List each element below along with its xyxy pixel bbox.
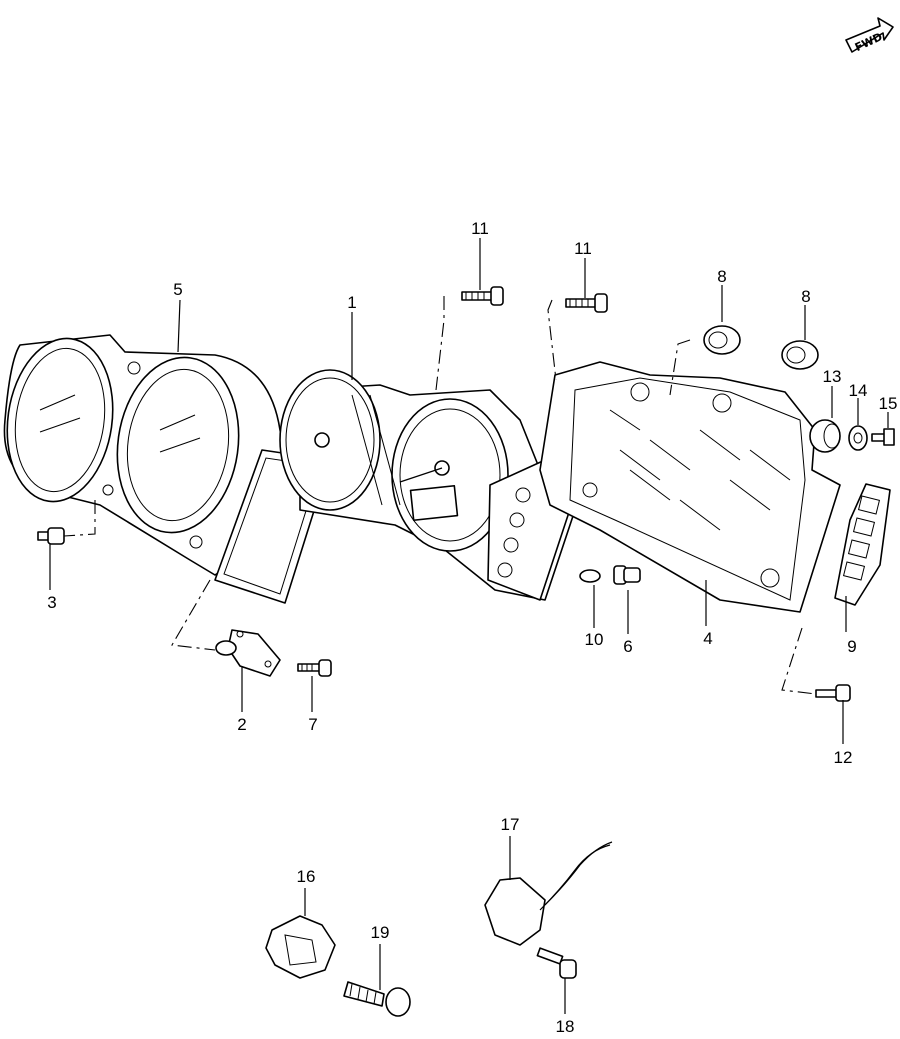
meter-assembly-part (279, 369, 581, 601)
leader-lines (49, 238, 889, 1014)
callout-6: 6 (623, 637, 632, 656)
callout-14: 14 (849, 381, 868, 400)
fwd-arrow-icon: FWD (845, 17, 894, 54)
screw-part-a (461, 286, 504, 306)
callout-3: 3 (47, 593, 56, 612)
bulb-socket-part (215, 629, 281, 677)
callout-labels: 5 1 11 11 8 8 13 14 15 3 10 6 4 9 2 7 12… (47, 219, 897, 1036)
callout-11a: 11 (471, 219, 489, 238)
callout-2: 2 (237, 715, 246, 734)
callout-7: 7 (308, 715, 317, 734)
grommet-part-a (703, 325, 741, 355)
washer-part (848, 425, 868, 451)
callout-13: 13 (823, 367, 842, 386)
callout-9: 9 (847, 637, 856, 656)
socket-part (613, 565, 641, 585)
callout-11b: 11 (574, 239, 592, 258)
screw-part-d (815, 684, 851, 702)
callout-10: 10 (585, 630, 604, 649)
bolt-part (343, 981, 411, 1017)
sensor-part (484, 841, 613, 946)
holder-part (265, 915, 336, 979)
cap-part (37, 527, 65, 545)
callout-19: 19 (371, 923, 390, 942)
callout-18: 18 (556, 1017, 575, 1036)
screw-part-b (565, 293, 608, 313)
callout-4: 4 (703, 629, 712, 648)
callout-12: 12 (834, 748, 853, 767)
grommet-part-b (781, 340, 819, 370)
callout-5: 5 (173, 280, 182, 299)
bulb-part (579, 569, 601, 583)
callout-15: 15 (879, 394, 898, 413)
callout-1: 1 (347, 293, 356, 312)
screw-part-e (536, 947, 577, 979)
callout-17: 17 (501, 815, 520, 834)
gasket-part (834, 483, 891, 606)
cushion-part (809, 419, 841, 453)
lower-case-part (539, 361, 841, 613)
small-screw-part (871, 428, 895, 446)
callout-16: 16 (297, 867, 316, 886)
callout-8a: 8 (717, 267, 726, 286)
callout-8b: 8 (801, 287, 810, 306)
screw-part-c (297, 659, 332, 677)
